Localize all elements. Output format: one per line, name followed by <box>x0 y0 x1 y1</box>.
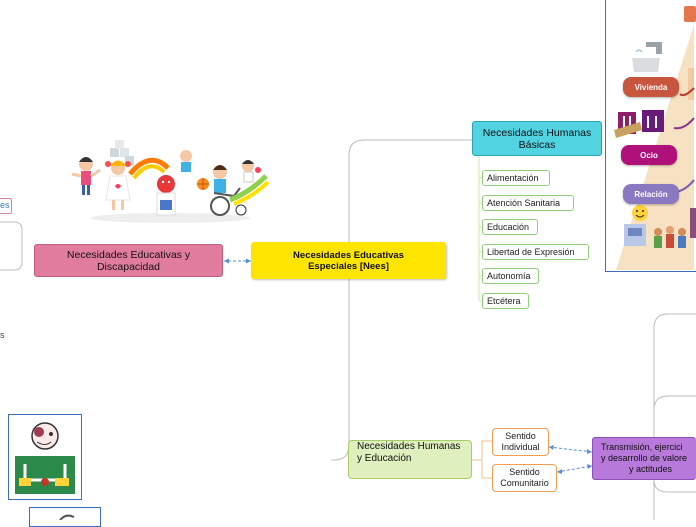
main-topic-line1: Necesidades Educativas <box>293 249 404 261</box>
leaf-libertad-expresion[interactable]: Libertad de Expresión <box>482 244 589 260</box>
transmission-line2: y desarrollo de valore <box>601 453 688 463</box>
left-topic-line2: Discapacidad <box>96 260 161 273</box>
education-line1: Necesidades Humanas <box>357 441 461 452</box>
main-topic-nees[interactable]: Necesidades Educativas Especiales [Nees] <box>251 242 446 279</box>
leaf-atencion-sanitaria[interactable]: Atención Sanitaria <box>482 195 574 211</box>
education-line2: y Educación <box>357 453 412 464</box>
left-topic-discapacidad[interactable]: Necesidades Educativas y Discapacidad <box>34 244 223 277</box>
child-head-icon <box>15 420 75 494</box>
pill-ocio: Ocio <box>621 145 677 165</box>
leaf-autonomia[interactable]: Autonomía <box>482 268 539 284</box>
topic-transmision-valores[interactable]: Transmisión, ejercici y desarrollo de va… <box>592 437 696 480</box>
left-fragment-text-top: es <box>0 200 10 210</box>
sentido-comunitario-line1: Sentido <box>509 467 540 477</box>
leaf-sentido-comunitario[interactable]: Sentido Comunitario <box>492 464 557 492</box>
left-fragment-box <box>0 198 12 214</box>
leaf-sentido-individual[interactable]: Sentido Individual <box>492 428 549 456</box>
sentido-individual-line1: Sentido <box>505 431 536 441</box>
transmission-line1: Transmisión, ejercici <box>601 442 683 452</box>
leaf-alimentacion[interactable]: Alimentación <box>482 170 550 186</box>
partial-icon <box>59 514 75 520</box>
left-topic-line1: Necesidades Educativas y <box>66 248 191 261</box>
sentido-comunitario-line2: Comunitario <box>500 478 549 488</box>
leaf-etcetera[interactable]: Etcétera <box>482 293 529 309</box>
main-topic-line2: Especiales [Nees] <box>308 260 389 272</box>
children-illustration <box>71 140 270 223</box>
topic-necesidades-basicas[interactable]: Necesidades Humanas Básicas <box>472 121 602 156</box>
pill-relacion: Relación <box>623 184 679 204</box>
topic-necesidades-educacion[interactable]: Necesidades Humanas y Educación <box>348 440 472 479</box>
left-fragment-text-bottom: s <box>0 330 5 340</box>
basic-needs-line1: Necesidades Humanas <box>482 126 592 139</box>
sentido-individual-line2: Individual <box>501 442 540 452</box>
basic-needs-line2: Básicas <box>518 138 556 151</box>
leaf-educacion[interactable]: Educación <box>482 219 538 235</box>
pill-vivienda: Vivienda <box>623 77 679 97</box>
transmission-line3: y actitudes <box>629 464 673 474</box>
needs-illustration <box>614 6 696 270</box>
